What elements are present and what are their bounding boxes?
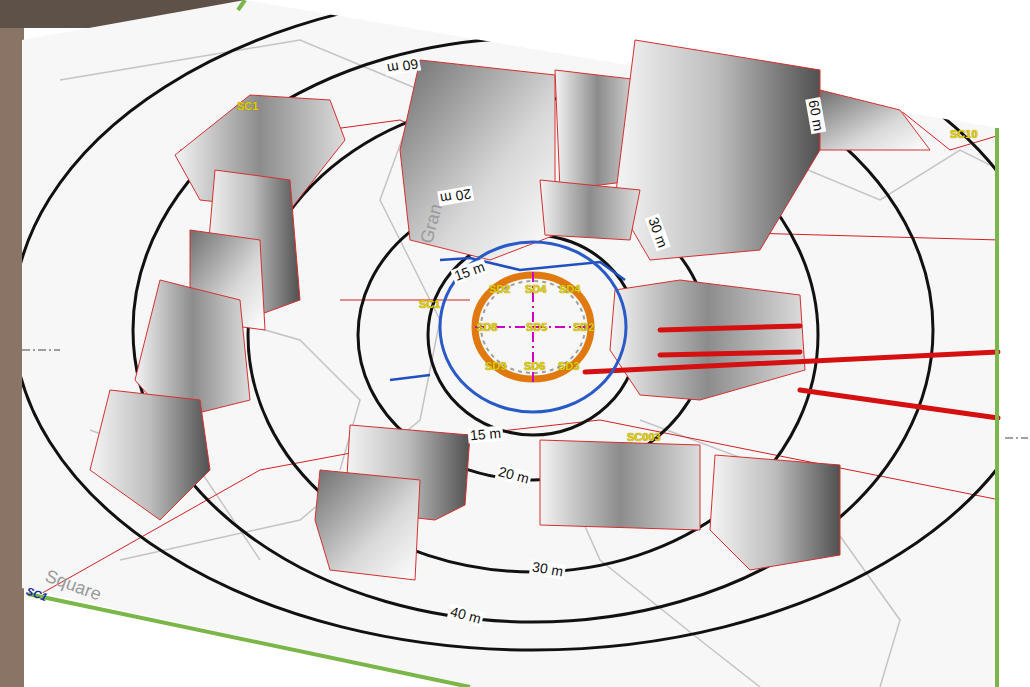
distance-label: 15 m: [467, 425, 503, 443]
sensor-label: SD6: [524, 360, 545, 372]
sensor-label: SD9: [485, 360, 506, 372]
sensor-label: SD4: [525, 283, 546, 295]
sensor-label: SC1: [419, 298, 440, 310]
sensor-label: SC10: [950, 128, 978, 140]
sensor-label: SD5: [526, 321, 547, 333]
sensor-label: SD4: [559, 283, 580, 295]
sensor-label: SC003: [627, 431, 661, 443]
sensor-label: SD3: [558, 360, 579, 372]
sensor-label: SD2: [489, 283, 510, 295]
sensor-label: SD8: [476, 321, 497, 333]
sensor-label: SC1: [237, 100, 258, 112]
sensor-label: SD2: [573, 321, 594, 333]
